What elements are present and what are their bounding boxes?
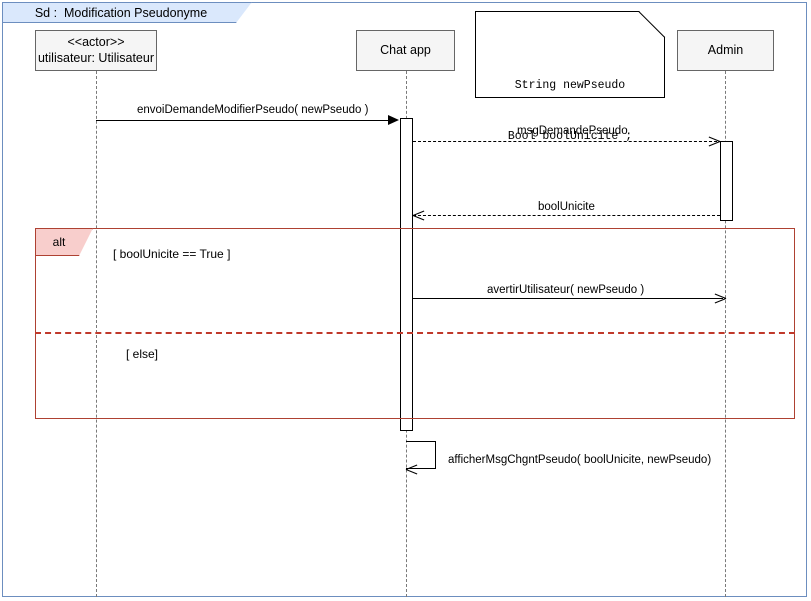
alt-guard-condition-2: [ else] (126, 347, 159, 361)
alt-operator-text: alt (52, 235, 66, 249)
message-label-affichermsgchgntpseudo: afficherMsgChgntPseudo( boolUnicite, new… (448, 454, 712, 466)
lifeline-name-admin: Admin (707, 42, 744, 57)
lifeline-stem-utilisateur (96, 71, 97, 597)
message-line-msgdemandepseudo (413, 141, 717, 142)
lifeline-head-chatapp[interactable]: Chat app (356, 30, 455, 71)
alt-guard-condition-1: [ boolUnicite == True ] (113, 247, 231, 261)
message-label-envoidemandemodifierpseudo: envoiDemandeModifierPseudo( newPseudo ) (137, 104, 369, 116)
message-line-avertirutilisateur (413, 298, 723, 299)
message-label-avertirutilisateur: avertirUtilisateur( newPseudo ) (487, 284, 645, 296)
arrowhead-open-left-afficher-icon (405, 463, 418, 475)
lifeline-name-chatapp: Chat app (380, 42, 431, 57)
arrowhead-open-right-avertir-icon (714, 292, 727, 304)
arrowhead-filled-right-icon (388, 114, 399, 125)
self-message-loop-afficher (406, 441, 436, 469)
lifeline-name-utilisateur: utilisateur: Utilisateur (37, 50, 154, 65)
note-box (475, 11, 665, 98)
lifeline-stereotype-utilisateur: <<actor>> (67, 34, 125, 49)
message-label-msgdemandepseudo: msgDemandePseudo (517, 125, 628, 137)
note-line-2: Bool boolUnicite ; (507, 130, 633, 144)
message-line-envoidemandemodifierpseudo (96, 120, 388, 121)
message-label-boolunicite: boolUnicite (538, 201, 595, 213)
activation-bar-chatapp (400, 118, 413, 431)
lifeline-head-utilisateur[interactable]: <<actor>> utilisateur: Utilisateur (35, 30, 157, 71)
alt-fragment-divider (35, 332, 795, 334)
activation-bar-admin (720, 141, 733, 221)
sd-frame-title: Sd : Modification Pseudonyme (34, 5, 208, 20)
arrowhead-open-left-icon (412, 209, 425, 221)
note-text: String newPseudo Bool boolUnicite ; (475, 42, 665, 180)
note-line-1: String newPseudo (514, 78, 626, 92)
message-line-boolunicite (413, 215, 720, 216)
alt-fragment-frame (35, 228, 795, 419)
lifeline-stem-admin (725, 71, 726, 597)
sd-frame-title-tab: Sd : Modification Pseudonyme (2, 2, 252, 23)
lifeline-head-admin[interactable]: Admin (677, 30, 774, 71)
arrowhead-open-right-icon (708, 135, 721, 147)
